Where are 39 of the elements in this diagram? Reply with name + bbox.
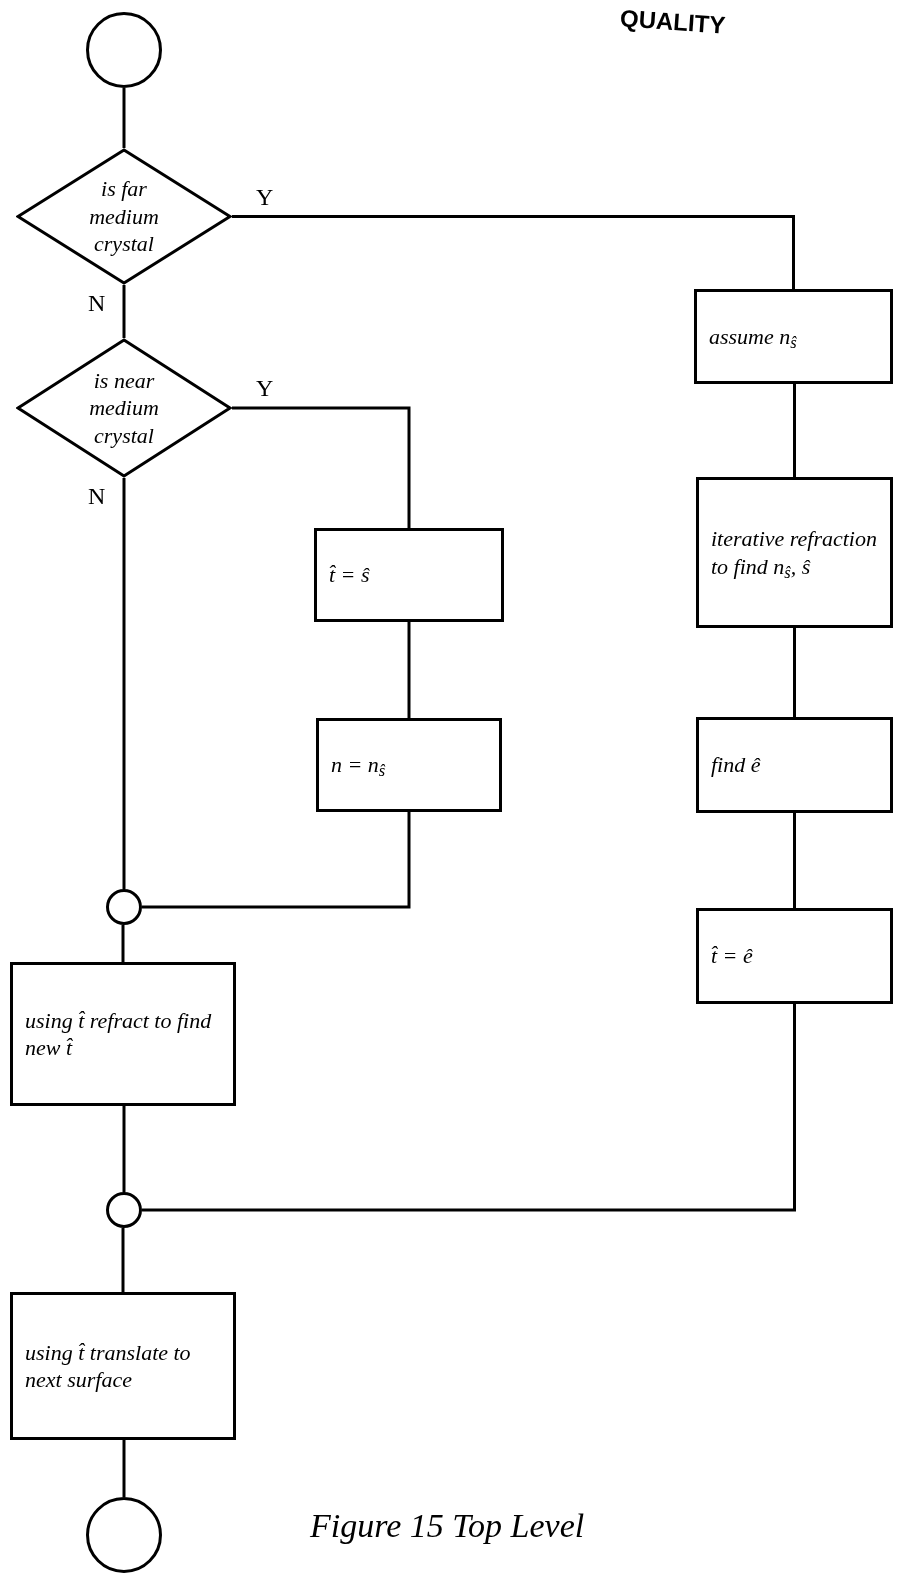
figure-caption: Figure 15 Top Level	[310, 1506, 585, 1546]
connector-line	[793, 384, 796, 477]
node-text: n = n$_{ŝ}$	[331, 751, 386, 779]
connector-line	[142, 812, 411, 909]
node-text: t̂ = ê	[711, 942, 753, 970]
process-box	[314, 528, 504, 622]
connector-line	[121, 925, 125, 962]
edge-label: Y	[256, 184, 274, 209]
connector-line	[793, 813, 796, 908]
edge-label: N	[88, 484, 106, 508]
node-text: iterative refraction to find n$_{ŝ}$, ŝ	[711, 525, 878, 580]
connector-line	[122, 88, 126, 148]
process-box	[696, 908, 893, 1004]
process-box	[316, 718, 502, 812]
connector-line	[142, 1004, 796, 1212]
connector-line	[407, 622, 411, 718]
node-text: assume n$_{ŝ}$	[709, 322, 797, 351]
connector-line	[122, 285, 126, 338]
connector-line	[122, 1440, 126, 1497]
process-box	[694, 289, 893, 384]
edge-label: N	[88, 291, 106, 315]
process-box	[696, 717, 893, 813]
connector-line	[121, 1228, 125, 1292]
connector-line	[122, 478, 126, 889]
node-text: using t̂ translate to next surface	[25, 1338, 192, 1394]
node-text: using t̂ refract to find new t̂	[25, 1006, 213, 1062]
edge-label: Y	[256, 376, 274, 400]
connector-line	[793, 628, 796, 717]
connector-line	[122, 1106, 126, 1192]
stamp-text: QUALITY	[618, 3, 727, 41]
process-box	[10, 962, 236, 1106]
node-text: t̂ = ŝ	[329, 561, 370, 589]
node-text: is near medium crystal	[88, 366, 160, 450]
process-box	[696, 477, 893, 628]
connector-line	[232, 215, 795, 289]
node-text: find ê	[711, 751, 761, 779]
connector-line	[232, 406, 411, 528]
node-text: is far medium crystal	[88, 175, 160, 258]
process-box	[10, 1292, 236, 1440]
